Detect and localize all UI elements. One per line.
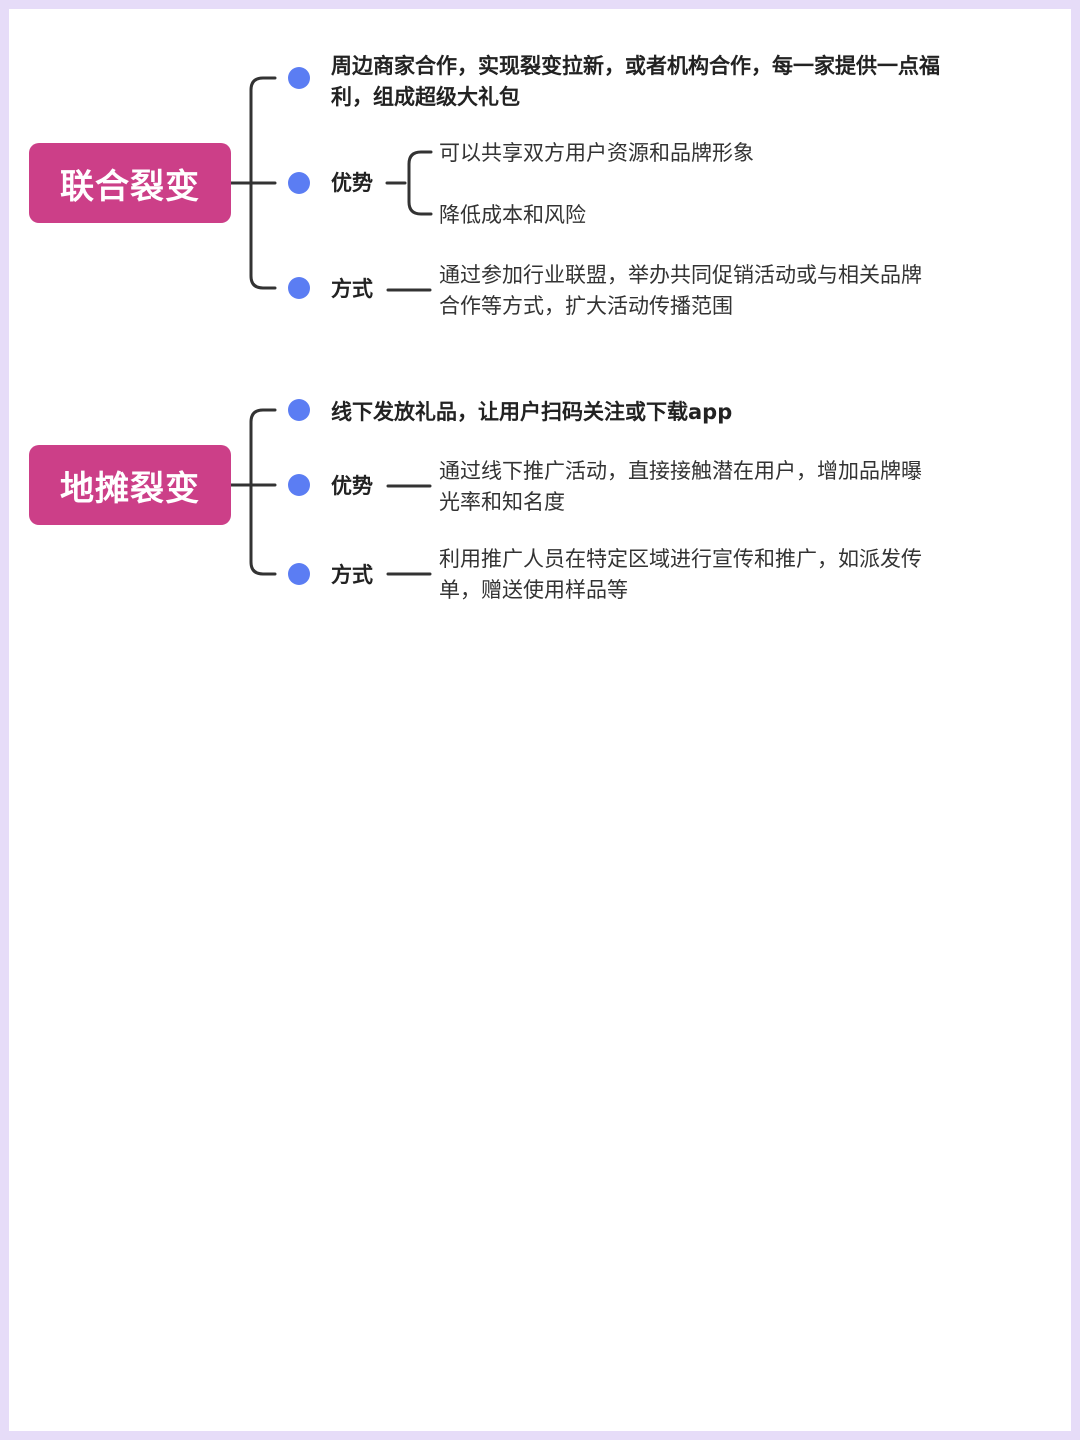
- root-node-stall-fission: 地摊裂变: [29, 445, 231, 525]
- bullet-dot-icon: [288, 563, 310, 585]
- branch2-advantage-label: 优势: [331, 474, 373, 498]
- branch1-advantage-bracket: [407, 150, 433, 216]
- bullet-dot-icon: [288, 67, 310, 89]
- branch1-method-label: 方式: [331, 277, 373, 301]
- branch1-description: 周边商家合作，实现裂变拉新，或者机构合作，每一家提供一点福利，组成超级大礼包: [331, 54, 940, 109]
- branch2-method-text: 利用推广人员在特定区域进行宣传和推广，如派发传单，赠送使用样品等: [439, 547, 922, 602]
- bullet-dot-icon: [288, 172, 310, 194]
- branch1-method-text: 通过参加行业联盟，举办共同促销活动或与相关品牌合作等方式，扩大活动传播范围: [439, 263, 922, 318]
- branch2-advantage-text: 通过线下推广活动，直接接触潜在用户，增加品牌曝光率和知名度: [439, 459, 922, 514]
- branch1-advantage-item: 降低成本和风险: [439, 203, 586, 227]
- bullet-dot-icon: [288, 399, 310, 421]
- diagram-card: [9, 9, 1071, 1431]
- root-node-joint-fission: 联合裂变: [29, 143, 231, 223]
- branch2-method-label: 方式: [331, 563, 373, 587]
- branch2-bracket: [249, 408, 277, 576]
- branch2-description: 线下发放礼品，让用户扫码关注或下载app: [331, 400, 733, 424]
- bullet-dot-icon: [288, 277, 310, 299]
- bullet-dot-icon: [288, 474, 310, 496]
- branch1-advantage-label: 优势: [331, 171, 373, 195]
- branch1-advantage-item: 可以共享双方用户资源和品牌形象: [439, 141, 754, 165]
